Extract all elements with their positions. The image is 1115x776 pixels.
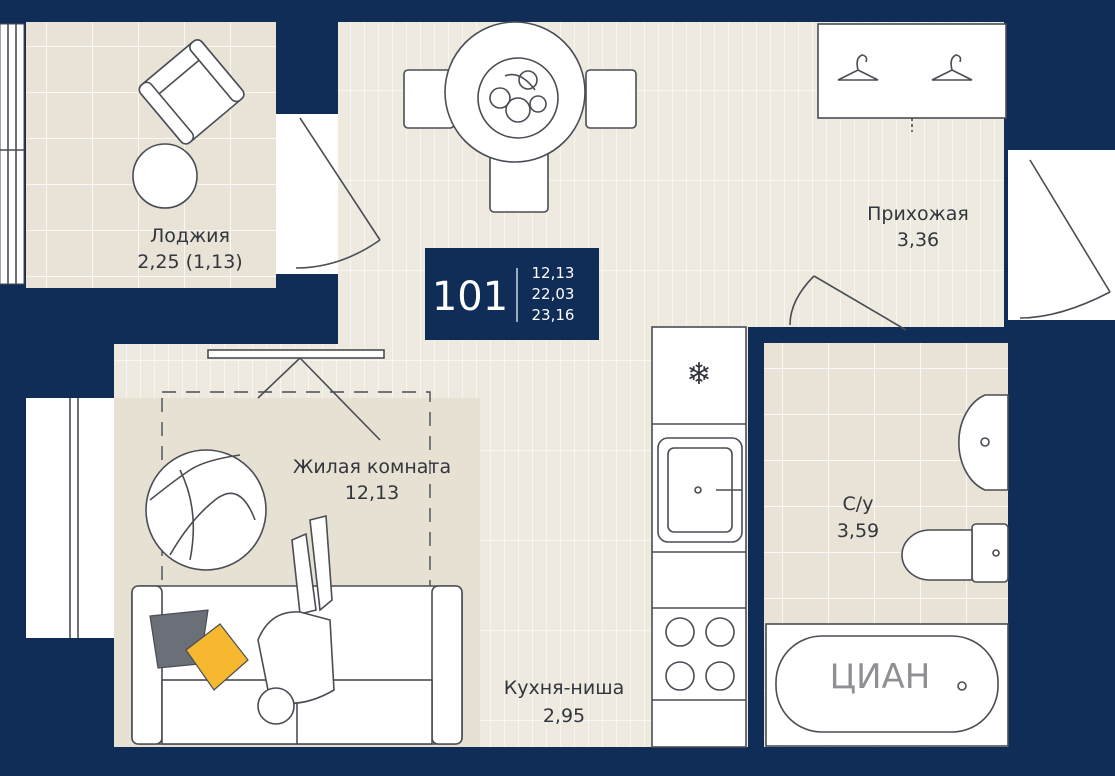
entrance-opening <box>1008 150 1115 320</box>
kitchen-area: 2,95 <box>543 705 585 727</box>
fridge-snowflake-icon: ❄ <box>686 357 711 392</box>
tv-console-icon <box>207 349 385 441</box>
side-table-icon <box>132 143 198 209</box>
washbasin-icon <box>958 394 1009 491</box>
unit-area-3: 23,16 <box>532 306 575 324</box>
armchair-icon <box>138 39 245 145</box>
living-area: 12,13 <box>345 482 399 504</box>
loggia-window-frame <box>0 23 25 285</box>
bathtub-icon <box>765 623 1009 747</box>
unit-badge <box>425 248 599 340</box>
unit-area-1: 12,13 <box>532 264 575 282</box>
loggia-door-icon <box>295 117 381 269</box>
loggia-name: Лоджия <box>150 225 230 247</box>
person-icon <box>257 514 335 725</box>
sofa-icon <box>131 585 463 745</box>
dining-set-icon <box>403 21 637 213</box>
yellow-pillow-icon <box>185 623 249 691</box>
living-name: Жилая комната <box>293 456 451 478</box>
bathroom-area: 3,59 <box>837 520 879 542</box>
bathroom-name: С/у <box>843 493 874 515</box>
bathroom-door-icon <box>789 275 907 331</box>
stove-icon <box>665 617 735 691</box>
hallway-area: 3,36 <box>897 229 939 251</box>
wall-bathroom-left <box>748 327 764 747</box>
watermark: ЦИАН <box>830 657 931 697</box>
hallway-name: Прихожая <box>867 203 969 225</box>
loggia-area: 2,25 (1,13) <box>137 251 242 273</box>
round-rug-icon <box>145 449 267 571</box>
wall-loggia-bottom <box>0 288 338 344</box>
kitchen-name: Кухня-ниша <box>504 677 625 699</box>
toilet-icon <box>901 523 1009 583</box>
loggia-door-opening <box>276 114 338 274</box>
entrance-door-icon <box>1019 159 1111 319</box>
sink-icon <box>657 437 743 543</box>
unit-area-2: 22,03 <box>532 285 575 303</box>
wardrobe-icon <box>817 23 1007 132</box>
unit-number: 101 <box>432 274 508 320</box>
wall-bathroom-top <box>908 327 1008 343</box>
wall-loggia-right <box>276 22 338 114</box>
